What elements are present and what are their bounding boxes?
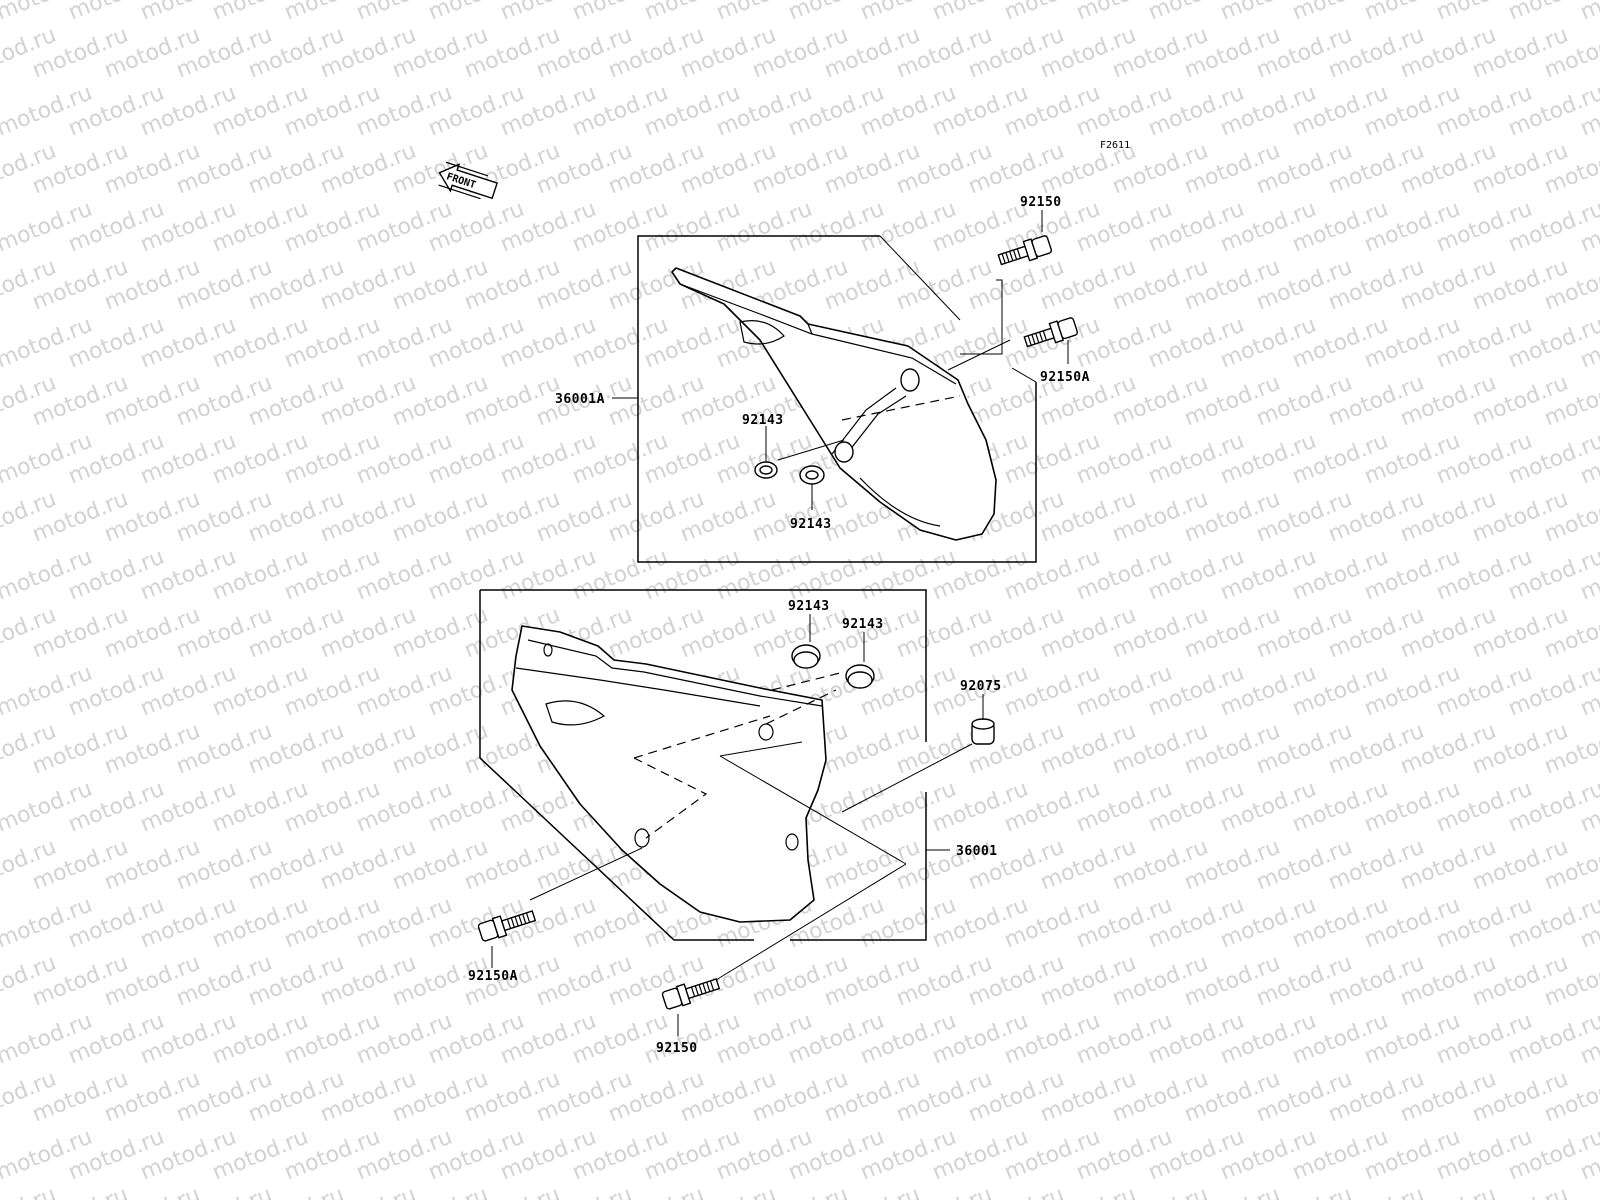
- grommet-92143-a: [754, 461, 778, 479]
- grommet-92143-c: [791, 644, 821, 669]
- cap-nut-92075: [971, 718, 995, 745]
- mount-hole-3: [634, 828, 650, 848]
- callout-92150-top: 92150: [1020, 195, 1062, 210]
- grommet-boss-lower: [834, 441, 854, 463]
- figure-code: F2611: [1100, 140, 1130, 151]
- side-cover-right-group: 92150 92150A 36001A 92143 92143: [555, 195, 1090, 563]
- group-frame-bottom: [480, 589, 927, 742]
- callout-92143-b: 92143: [790, 517, 832, 532]
- bolt-92150A-top: [1023, 317, 1079, 348]
- callout-92150A-top: 92150A: [1040, 370, 1090, 385]
- bolt-92150-top: [997, 235, 1053, 266]
- callout-92143-a: 92143: [742, 413, 784, 428]
- watermark-text: motod.ru: [1577, 0, 1600, 26]
- group-frame-top: [637, 235, 1037, 563]
- callout-36001A: 36001A: [555, 392, 605, 407]
- callout-92150A-bottom: 92150A: [468, 969, 518, 984]
- cover-window: [545, 700, 606, 726]
- callout-92075: 92075: [960, 679, 1002, 694]
- mount-hole-2: [785, 833, 799, 851]
- grommet-92143-b: [799, 465, 825, 485]
- callout-92150-bottom: 92150: [656, 1041, 698, 1056]
- side-cover-36001A-outline: [671, 267, 997, 541]
- callout-92143-c: 92143: [788, 599, 830, 614]
- bolt-92150A-bottom: [477, 910, 537, 942]
- cover-window: [739, 320, 785, 345]
- grommet-92143-d: [845, 664, 875, 689]
- side-cover-36001-outline: [511, 625, 827, 923]
- watermark-text: motod.ru: [0, 1183, 60, 1200]
- grommet-boss-upper: [900, 368, 920, 392]
- callout-92143-d: 92143: [842, 617, 884, 632]
- side-cover-left-group: 92143 92143 92075 36001 92150A 92150: [468, 589, 1002, 1056]
- front-direction-arrow: FRONT: [438, 161, 498, 200]
- bolt-92150-bottom: [661, 978, 721, 1010]
- callout-36001: 36001: [956, 844, 998, 859]
